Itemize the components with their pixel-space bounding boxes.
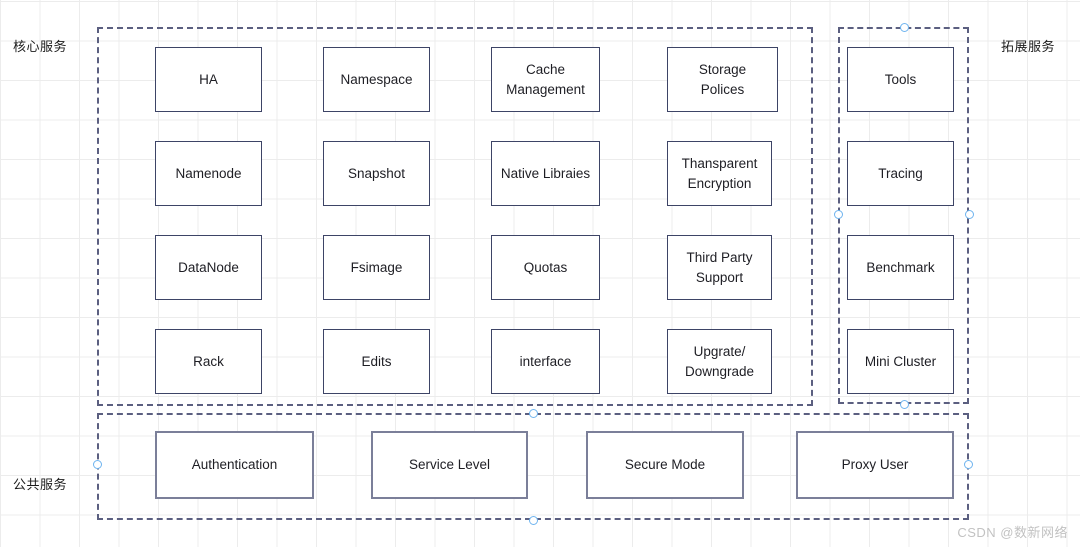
node-label: HA — [199, 71, 218, 87]
selection-handle-left[interactable] — [833, 209, 843, 219]
node-third-party-support[interactable]: Third Party Support — [667, 235, 772, 300]
node-cache-management[interactable]: Cache Management — [491, 47, 600, 112]
node-label: Authentication — [191, 457, 278, 473]
node-label: Thansparent Encryption — [681, 155, 758, 191]
node-label: Namenode — [175, 165, 242, 181]
node-datanode[interactable]: DataNode — [155, 235, 262, 300]
selection-handle-top[interactable] — [899, 22, 909, 32]
node-label: Fsimage — [350, 259, 403, 275]
selection-handle-right[interactable] — [964, 209, 974, 219]
node-label: Rack — [193, 353, 224, 369]
selection-handle-right[interactable] — [963, 459, 973, 469]
node-thansparent-encryption[interactable]: Thansparent Encryption — [667, 141, 772, 206]
selection-handle-bottom[interactable] — [899, 399, 909, 409]
node-mini-cluster[interactable]: Mini Cluster — [847, 329, 954, 394]
node-service-level[interactable]: Service Level — [371, 431, 528, 499]
group-core-services[interactable] — [97, 27, 813, 406]
node-namenode[interactable]: Namenode — [155, 141, 262, 206]
node-edits[interactable]: Edits — [323, 329, 430, 394]
node-authentication[interactable]: Authentication — [155, 431, 314, 499]
node-rack[interactable]: Rack — [155, 329, 262, 394]
node-label: Proxy User — [841, 457, 909, 473]
node-label: Third Party Support — [686, 249, 753, 285]
node-label: Edits — [361, 353, 392, 369]
label-extension-services: 拓展服务 — [1001, 39, 1056, 54]
node-interface[interactable]: interface — [491, 329, 600, 394]
node-namespace[interactable]: Namespace — [323, 47, 430, 112]
label-core-services: 核心服务 — [13, 39, 68, 54]
node-storage-polices[interactable]: Storage Polices — [667, 47, 778, 112]
node-ha[interactable]: HA — [155, 47, 262, 112]
node-benchmark[interactable]: Benchmark — [847, 235, 954, 300]
node-label: Mini Cluster — [864, 353, 937, 369]
node-label: DataNode — [178, 259, 239, 275]
selection-handle-left[interactable] — [92, 459, 102, 469]
node-label: Namespace — [340, 71, 413, 87]
selection-handle-bottom[interactable] — [528, 515, 538, 525]
node-label: Secure Mode — [624, 457, 706, 473]
node-label: Native Libraies — [500, 165, 591, 181]
label-public-services: 公共服务 — [13, 477, 68, 492]
watermark: CSDN @数新网络 — [957, 525, 1068, 540]
node-tracing[interactable]: Tracing — [847, 141, 954, 206]
node-label: Tracing — [878, 165, 923, 181]
node-label: Storage Polices — [698, 61, 747, 97]
node-label: Cache Management — [506, 61, 585, 97]
node-label: Snapshot — [347, 165, 406, 181]
node-secure-mode[interactable]: Secure Mode — [586, 431, 744, 499]
node-label: Tools — [884, 71, 917, 87]
node-label: Benchmark — [866, 259, 935, 275]
node-label: interface — [519, 353, 572, 369]
node-native-libraies[interactable]: Native Libraies — [491, 141, 600, 206]
node-snapshot[interactable]: Snapshot — [323, 141, 430, 206]
node-label: Quotas — [523, 259, 568, 275]
node-fsimage[interactable]: Fsimage — [323, 235, 430, 300]
node-quotas[interactable]: Quotas — [491, 235, 600, 300]
node-proxy-user[interactable]: Proxy User — [796, 431, 954, 499]
node-upgrate-downgrade[interactable]: Upgrate/ Downgrade — [667, 329, 772, 394]
selection-handle-top[interactable] — [528, 408, 538, 418]
node-label: Upgrate/ Downgrade — [684, 343, 755, 379]
node-tools[interactable]: Tools — [847, 47, 954, 112]
node-label: Service Level — [408, 457, 491, 473]
